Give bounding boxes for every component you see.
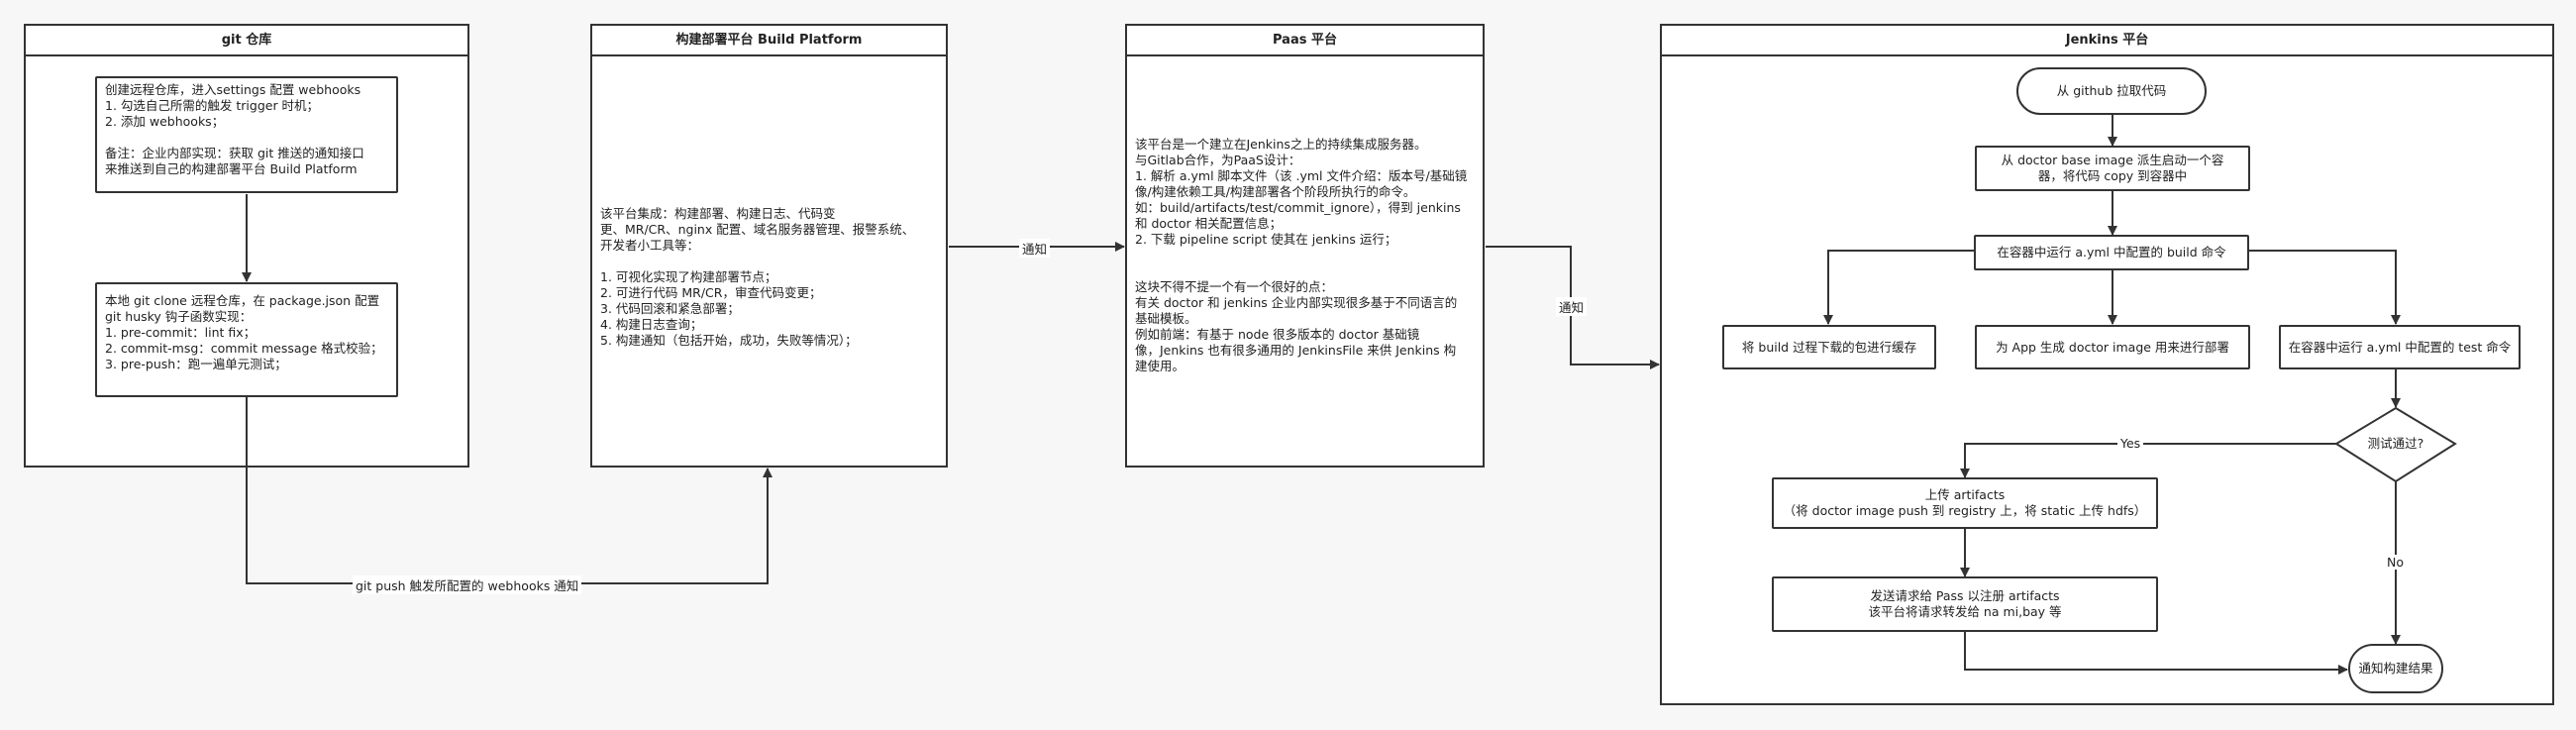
node-run-build: 在容器中运行 a.yml 中配置的 build 命令 [1974, 235, 2249, 270]
node-cache-packages: 将 build 过程下载的包进行缓存 [1722, 325, 1936, 369]
local-clone-text: 本地 git clone 远程仓库，在 package.json 配置 git … [105, 293, 383, 371]
edge-label-notify-1: 通知 [1019, 239, 1051, 258]
decision-diamond-shape [2334, 406, 2457, 483]
node-decision-label: 测试通过? [2367, 436, 2424, 451]
webhooks-config-box: 创建远程仓库，进入settings 配置 webhooks 1. 勾选自己所需的… [95, 76, 398, 193]
edge-label-no: No [2384, 555, 2407, 570]
node-generate-image: 为 App 生成 doctor image 用来进行部署 [1975, 325, 2250, 369]
edge-git-push [246, 397, 773, 584]
node-pull-code: 从 github 拉取代码 [2016, 67, 2207, 115]
node-start-container: 从 doctor base image 派生启动一个容 器，将代码 copy 到… [1975, 146, 2250, 191]
node-notify-result: 通知构建结果 [2348, 644, 2443, 693]
edge-label-git-push: git push 触发所配置的 webhooks 通知 [353, 575, 582, 594]
panel-title: Jenkins 平台 [1662, 26, 2552, 56]
edge-register-to-notify [1964, 632, 2348, 675]
edge-build-to-cache [1823, 250, 1974, 325]
panel-build-platform: 构建部署平台 Build Platform 该平台集成：构建部署、构建日志、代码… [590, 24, 948, 468]
node-run-test: 在容器中运行 a.yml 中配置的 test 命令 [2279, 325, 2521, 369]
edge-label-yes: Yes [2117, 436, 2144, 451]
panel-title: git 仓库 [26, 26, 467, 56]
local-clone-box: 本地 git clone 远程仓库，在 package.json 配置 git … [95, 282, 398, 397]
node-upload-artifacts: 上传 artifacts （将 doctor image push 到 regi… [1772, 477, 2158, 529]
panel-paas: Paas 平台 该平台是一个建立在Jenkins之上的持续集成服务器。 与Git… [1125, 24, 1485, 468]
edge-decision-yes [1960, 443, 2336, 478]
panel-title: Paas 平台 [1127, 26, 1483, 56]
paas-description: 该平台是一个建立在Jenkins之上的持续集成服务器。 与Gitlab合作，为P… [1135, 137, 1468, 373]
build-platform-description: 该平台集成：构建部署、构建日志、代码变 更、MR/CR、nginx 配置、域名服… [600, 206, 915, 348]
panel-title: 构建部署平台 Build Platform [592, 26, 946, 56]
webhooks-config-text: 创建远程仓库，进入settings 配置 webhooks 1. 勾选自己所需的… [105, 82, 364, 176]
edge-label-notify-2: 通知 [1556, 297, 1588, 316]
edge-build-to-test [2249, 250, 2401, 325]
node-register-artifacts: 发送请求给 Pass 以注册 artifacts 该平台将请求转发给 na mi… [1772, 576, 2158, 632]
